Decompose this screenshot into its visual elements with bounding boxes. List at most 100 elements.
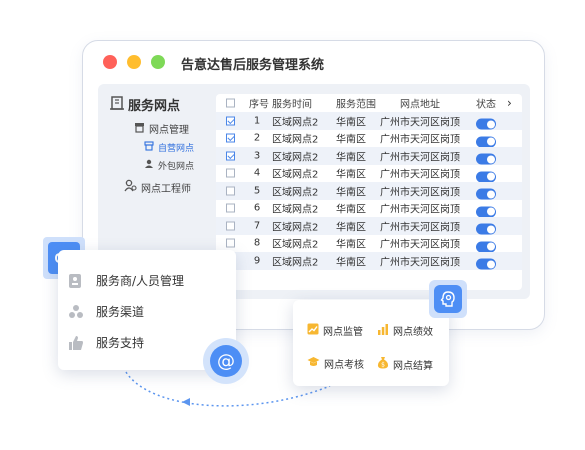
chevron-right-icon[interactable]: › bbox=[507, 96, 512, 110]
cell-range: 华南区 bbox=[336, 204, 366, 216]
cell-address: 广州市天河区岗顶 bbox=[380, 239, 460, 251]
at-badge: @ bbox=[203, 338, 249, 384]
cell-range: 华南区 bbox=[336, 239, 366, 251]
cell-no: 5 bbox=[253, 185, 261, 197]
cell-range: 华南区 bbox=[336, 222, 366, 234]
sidebar-item-engineers[interactable]: 网点工程师 bbox=[124, 179, 191, 195]
row-checkbox[interactable] bbox=[226, 186, 235, 196]
cell-no: 7 bbox=[253, 220, 261, 232]
cell-address: 广州市天河区岗顶 bbox=[380, 169, 460, 181]
cell-range: 华南区 bbox=[336, 134, 366, 146]
cell-address: 广州市天河区岗顶 bbox=[380, 117, 460, 129]
cell-time: 区域网点2 bbox=[272, 134, 319, 146]
grid-item-performance[interactable]: 网点绩效 bbox=[377, 323, 433, 338]
status-toggle[interactable] bbox=[476, 118, 496, 130]
store-small-icon bbox=[144, 141, 154, 154]
sidebar: 服务网点 网点管理 自营网点 外包网点 bbox=[98, 84, 210, 299]
table-row[interactable]: 6 区域网点2 华南区 广州市天河区岗顶 bbox=[216, 200, 522, 217]
row-checkbox[interactable] bbox=[226, 238, 235, 248]
status-toggle[interactable] bbox=[476, 153, 496, 165]
cell-range: 华南区 bbox=[336, 152, 366, 164]
header-status: 状态 bbox=[476, 99, 496, 111]
cell-address: 广州市天河区岗顶 bbox=[380, 257, 460, 269]
cell-range: 华南区 bbox=[336, 187, 366, 199]
grid-item-label: 网点考核 bbox=[324, 360, 364, 371]
channel-icon bbox=[68, 304, 84, 320]
sidebar-item-outsourced[interactable]: 外包网点 bbox=[144, 159, 194, 172]
at-sign-icon: @ bbox=[210, 345, 242, 377]
list-item-provider[interactable]: 服务商/人员管理 bbox=[69, 272, 185, 289]
row-checkbox[interactable] bbox=[226, 151, 235, 161]
status-toggle[interactable] bbox=[476, 171, 496, 182]
window-controls bbox=[103, 55, 165, 69]
cell-no: 6 bbox=[253, 202, 261, 214]
building-icon bbox=[110, 95, 124, 114]
list-item-channel[interactable]: 服务渠道 bbox=[69, 303, 144, 320]
svg-text:$: $ bbox=[381, 362, 385, 369]
table-row[interactable]: 4 区域网点2 华南区 广州市天河区岗顶 bbox=[216, 165, 522, 182]
cell-range: 华南区 bbox=[336, 257, 366, 269]
list-item-support[interactable]: 服务支持 bbox=[69, 334, 145, 351]
status-toggle[interactable] bbox=[476, 223, 496, 235]
user-group-icon bbox=[144, 159, 154, 172]
cell-address: 广州市天河区岗顶 bbox=[380, 152, 460, 164]
cell-address: 广州市天河区岗顶 bbox=[380, 204, 460, 216]
cell-time: 区域网点2 bbox=[272, 204, 319, 216]
table-row[interactable]: 1 区域网点2 华南区 广州市天河区岗顶 bbox=[216, 112, 522, 130]
select-all-checkbox[interactable] bbox=[226, 98, 235, 108]
store-icon bbox=[134, 122, 145, 136]
row-checkbox[interactable] bbox=[226, 168, 235, 178]
list-item-label: 服务商/人员管理 bbox=[96, 274, 185, 288]
row-checkbox[interactable] bbox=[226, 203, 235, 213]
cell-no: 1 bbox=[253, 115, 261, 127]
grid-item-supervision[interactable]: 网点监管 bbox=[307, 323, 363, 338]
header-address: 网点地址 bbox=[400, 99, 440, 111]
grid-item-label: 网点监管 bbox=[323, 327, 363, 338]
status-toggle[interactable] bbox=[476, 188, 496, 200]
id-card-icon bbox=[68, 273, 84, 289]
sidebar-item-label: 外包网点 bbox=[158, 162, 195, 172]
status-toggle[interactable] bbox=[476, 136, 496, 147]
row-checkbox[interactable] bbox=[226, 133, 235, 143]
bar-chart-icon bbox=[377, 323, 389, 338]
cell-range: 华南区 bbox=[336, 169, 366, 181]
grid-item-label: 网点绩效 bbox=[393, 327, 433, 338]
cell-time: 区域网点2 bbox=[272, 169, 319, 181]
cell-time: 区域网点2 bbox=[272, 239, 319, 251]
cell-range: 华南区 bbox=[336, 117, 366, 129]
row-checkbox[interactable] bbox=[226, 116, 235, 126]
header-no: 序号 bbox=[249, 99, 269, 111]
window-title: 告意达售后服务管理系统 bbox=[181, 58, 325, 73]
grid-item-settlement[interactable]: $ 网点结算 bbox=[377, 356, 433, 372]
thumbs-up-icon bbox=[68, 335, 84, 351]
close-dot[interactable] bbox=[103, 55, 117, 69]
status-toggle[interactable] bbox=[476, 206, 496, 217]
cell-address: 广州市天河区岗顶 bbox=[380, 187, 460, 199]
main-window: 告意达售后服务管理系统 服务网点 网点管理 自营网点 bbox=[82, 40, 545, 330]
money-bag-icon: $ bbox=[377, 356, 389, 372]
cell-time: 区域网点2 bbox=[272, 117, 319, 129]
list-item-label: 服务支持 bbox=[96, 336, 145, 350]
cell-no: 4 bbox=[253, 167, 261, 179]
grid-item-assessment[interactable]: 网点考核 bbox=[307, 356, 364, 371]
cell-no: 3 bbox=[253, 150, 261, 162]
cell-time: 区域网点2 bbox=[272, 222, 319, 234]
service-card-right: 网点监管 网点绩效 网点考核 $ 网点结算 bbox=[293, 300, 449, 386]
status-toggle[interactable] bbox=[476, 241, 496, 252]
sidebar-item-self-operated[interactable]: 自营网点 bbox=[144, 141, 194, 154]
maximize-dot[interactable] bbox=[151, 55, 165, 69]
minimize-dot[interactable] bbox=[127, 55, 141, 69]
status-toggle[interactable] bbox=[476, 258, 496, 270]
table-row[interactable]: 5 区域网点2 华南区 广州市天河区岗顶 bbox=[216, 182, 522, 200]
engineer-icon bbox=[124, 179, 137, 195]
row-checkbox[interactable] bbox=[226, 221, 235, 231]
grid-item-label: 网点结算 bbox=[393, 360, 433, 372]
graduation-cap-icon bbox=[307, 356, 320, 371]
cell-time: 区域网点2 bbox=[272, 187, 319, 199]
sidebar-item-outlet-management[interactable]: 网点管理 bbox=[134, 121, 189, 136]
